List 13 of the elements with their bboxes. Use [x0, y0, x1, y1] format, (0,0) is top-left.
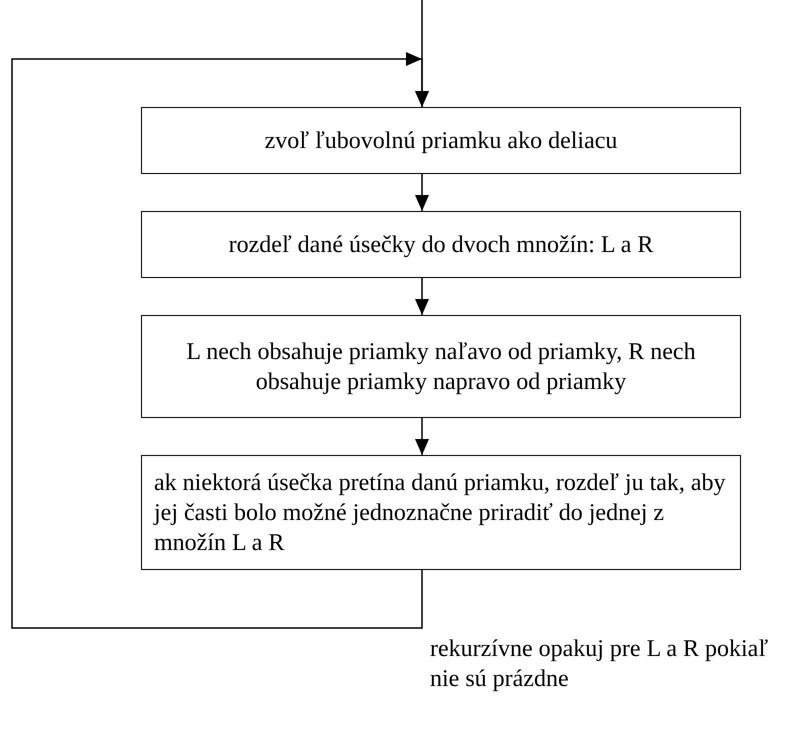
- edge-label: rekurzívne opakuj pre L a R pokiaľ nie sú prázdne: [430, 635, 770, 694]
- box-text: L nech obsahuje priamky naľavo od priamky, R nech obsahuje priamky napravo od priamky: [185, 338, 697, 396]
- process-box: [141, 455, 741, 570]
- arrow: [415, 418, 429, 455]
- box-text: rozdeľ dané úsečky do dvoch množín: L a R: [228, 230, 654, 260]
- process-box: [141, 315, 741, 418]
- arrow: [11, 52, 429, 629]
- arrow: [415, 278, 429, 315]
- process-box: [141, 211, 741, 278]
- box-text: ak niektorá úsečka pretína danú priamku, rozdeľ ju tak, aby jej časti bolo možné jednoznačne priradiť do jednej z množín L a R: [154, 468, 727, 558]
- box-text: zvoľ ľubovolnú priamku ako deliacu: [264, 126, 618, 156]
- process-box: [141, 107, 741, 174]
- arrow: [415, 174, 429, 211]
